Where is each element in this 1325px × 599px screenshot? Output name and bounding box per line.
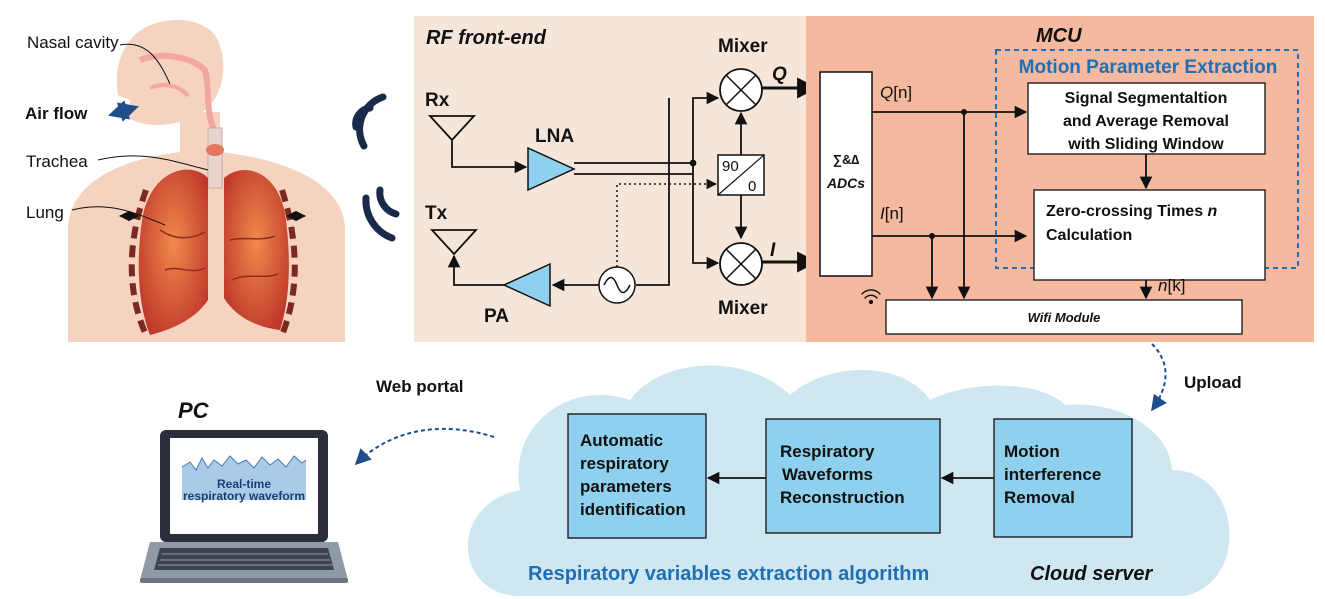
left-lung: [138, 169, 208, 335]
screen-line1: Real-time: [217, 477, 271, 491]
pa-amplifier: [502, 262, 551, 308]
mixer-top: [719, 68, 763, 112]
cloud-server-label: Cloud server: [1030, 563, 1153, 585]
rf-frontend-title: RF front-end: [426, 27, 547, 49]
motion-line1: Motion: [1004, 442, 1060, 461]
n-k-label: n[k]: [1158, 276, 1185, 295]
seg-line3: with Sliding Window: [1067, 136, 1224, 153]
air-flow-label: Air flow: [25, 104, 88, 123]
i-n-label: I[n]: [880, 204, 904, 223]
auto-line1: Automatic: [580, 431, 663, 450]
phase-90-label: 90: [722, 158, 739, 175]
mixer-bottom: [719, 242, 763, 286]
adc-sigma-label: ∑&∆: [833, 152, 860, 167]
lna-amplifier: [527, 146, 576, 192]
mixer-top-label: Mixer: [718, 36, 768, 57]
lung-label: Lung: [26, 203, 64, 222]
nasal-cavity-label: Nasal cavity: [27, 33, 119, 52]
auto-line4: identification: [580, 500, 686, 519]
screen-line2: respiratory waveform: [183, 489, 305, 503]
radio-wave-icon: [352, 93, 400, 242]
human-torso-illustration: [68, 20, 345, 342]
motion-line2: interference: [1004, 465, 1101, 484]
wifi-module-block: [885, 299, 1243, 335]
motion-line3: Removal: [1004, 488, 1075, 507]
algorithm-label: Respiratory variables extraction algorit…: [528, 563, 929, 585]
zc-line2: Calculation: [1046, 227, 1132, 244]
i-output-label: I: [770, 240, 776, 261]
lna-label: LNA: [535, 126, 574, 147]
auto-line2: respiratory: [580, 454, 669, 473]
resp-line3: Reconstruction: [780, 488, 905, 507]
waveform-reconstruction-block: [765, 418, 941, 534]
mcu-title: MCU: [1036, 25, 1082, 47]
resp-line1: Respiratory: [780, 442, 875, 461]
zc-line1: Zero-crossing Times n: [1046, 203, 1218, 220]
web-portal-label: Web portal: [376, 377, 464, 396]
segmentation-block: [1027, 82, 1266, 155]
right-lung: [224, 170, 289, 330]
trachea-label: Trachea: [26, 152, 88, 171]
mixer-bottom-label: Mixer: [718, 298, 768, 319]
tx-label: Tx: [425, 203, 448, 224]
mpe-title: Motion Parameter Extraction: [1019, 57, 1278, 78]
seg-line2: and Average Removal: [1063, 113, 1229, 130]
seg-line1: Signal Segmentaltion: [1065, 90, 1228, 107]
resp-line2: Waveforms: [782, 465, 873, 484]
q-output-label: Q: [772, 64, 787, 85]
auto-line3: parameters: [580, 477, 672, 496]
upload-label: Upload: [1184, 373, 1242, 392]
parameter-identification-block: [567, 413, 707, 539]
rx-antenna-icon: [427, 115, 528, 174]
wifi-module-label: Wifi Module: [1028, 310, 1101, 325]
wifi-icon: [861, 289, 881, 305]
adc-label: ADCs: [826, 175, 865, 191]
phase-0-label: 0: [748, 178, 756, 195]
pc-title: PC: [178, 398, 210, 423]
mcu-panel: [806, 16, 1314, 342]
q-n-label: Q[n]: [880, 83, 912, 102]
pa-label: PA: [484, 306, 509, 327]
adc-block: [819, 71, 873, 277]
laptop-icon: [140, 430, 348, 583]
motion-interference-removal-block: [993, 418, 1133, 538]
tx-antenna-icon: [429, 229, 504, 286]
rx-label: Rx: [425, 90, 450, 111]
zero-crossing-block: [1033, 189, 1266, 281]
